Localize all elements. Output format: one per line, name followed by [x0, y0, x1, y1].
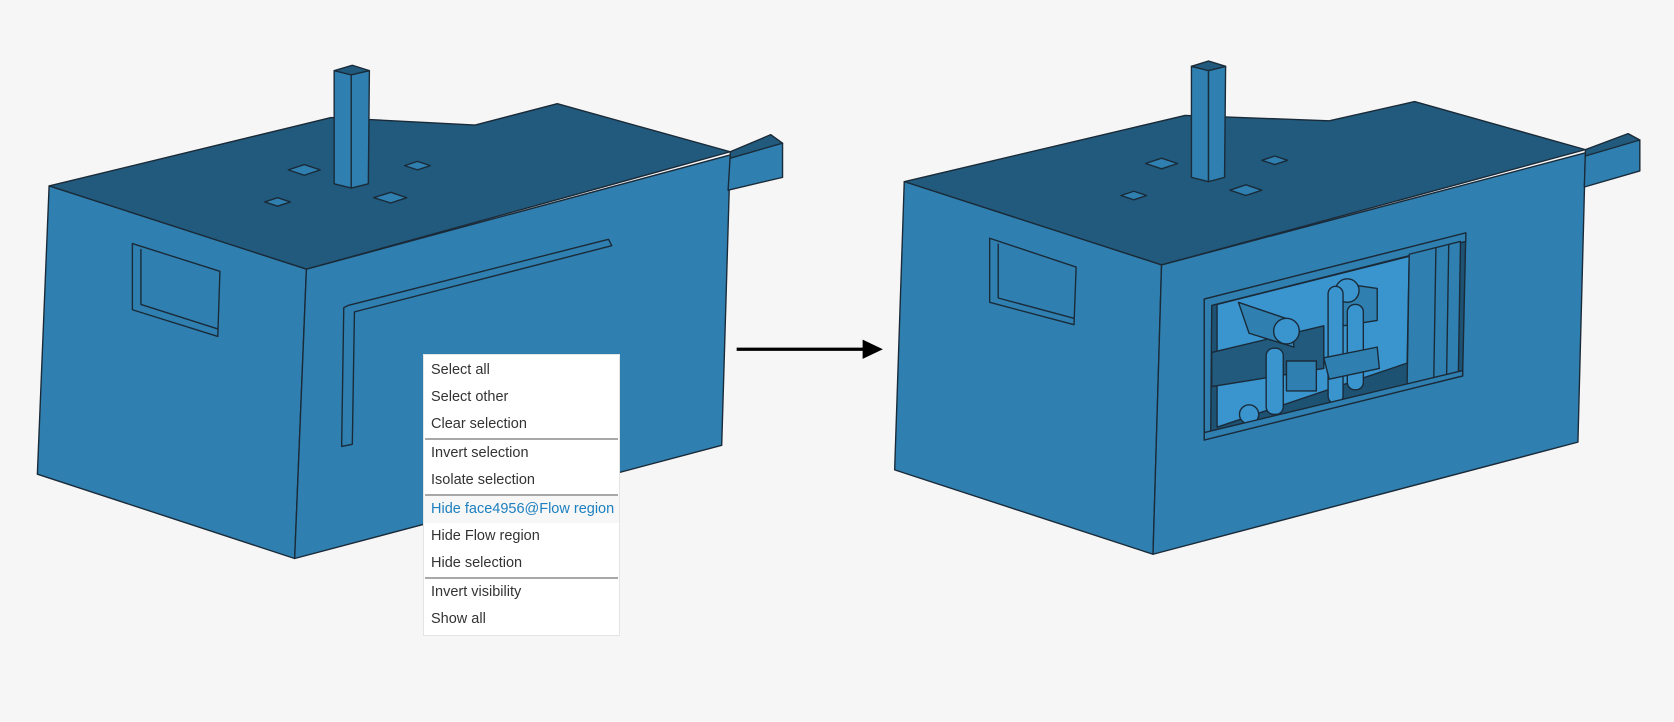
menu-item-invert-visibility[interactable]: Invert visibility	[431, 584, 522, 600]
window	[131, 242, 221, 338]
menu-item-hide-selection[interactable]: Hide selection	[431, 555, 523, 571]
menu-separator	[425, 438, 618, 440]
context-menu: Select all Select other Clear selection …	[423, 354, 620, 636]
figure-head	[1272, 317, 1300, 345]
menu-item-invert-selection[interactable]: Invert selection	[431, 445, 529, 461]
menu-item-select-other[interactable]: Select other	[431, 389, 509, 405]
window	[988, 237, 1077, 326]
menu-item-clear-selection[interactable]: Clear selection	[431, 416, 527, 432]
vent	[1229, 184, 1263, 197]
menu-item-hide-flow-region[interactable]: Hide Flow region	[431, 528, 540, 544]
menu-item-hide-face[interactable]: Hide face4956@Flow region	[424, 496, 619, 523]
menu-item-isolate-selection[interactable]: Isolate selection	[431, 472, 535, 488]
vent	[372, 191, 408, 204]
arrow	[736, 339, 883, 359]
model-after[interactable]	[893, 60, 1641, 555]
vent	[403, 160, 431, 171]
model-before[interactable]	[36, 64, 784, 560]
vent	[264, 196, 292, 207]
chimney	[1190, 65, 1210, 183]
vent	[287, 163, 321, 176]
vent	[1261, 155, 1289, 166]
menu-separator	[425, 577, 618, 579]
door	[340, 238, 613, 448]
menu-separator	[425, 494, 618, 496]
vent	[1120, 190, 1148, 201]
menu-item-show-all[interactable]: Show all	[431, 611, 486, 627]
chimney	[333, 69, 352, 189]
figure-body	[1327, 285, 1344, 405]
menu-item-select-all[interactable]: Select all	[431, 362, 490, 378]
vent	[1144, 157, 1179, 170]
figure-body	[1265, 347, 1284, 416]
